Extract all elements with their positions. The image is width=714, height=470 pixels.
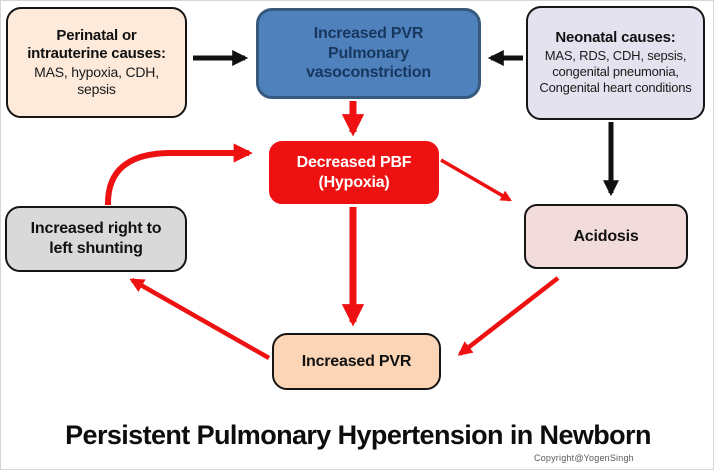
increased-pvr-box: Increased PVR (272, 333, 441, 390)
copyright-text: Copyright@YogenSingh (534, 453, 634, 463)
neonatal-causes-body: MAS, RDS, CDH, sepsis, congenital pneumo… (539, 47, 692, 96)
decreased-pbf-box: Decreased PBF (Hypoxia) (269, 141, 439, 204)
arrow-acidosis-to-increased-pvr (457, 276, 560, 356)
perinatal-causes-body: MAS, hypoxia, CDH, sepsis (34, 63, 159, 97)
perinatal-causes-heading: Perinatal or intrauterine causes: (27, 27, 166, 63)
acidosis-label: Acidosis (573, 227, 639, 245)
vasoconstriction-line1: Increased PVR (313, 25, 424, 43)
right-to-left-shunting-box: Increased right to left shunting (5, 206, 187, 272)
neonatal-causes-heading: Neonatal causes: (555, 29, 676, 47)
vasoconstriction-line2: Pulmonary vasoconstriction (306, 44, 431, 82)
arrow-pbf-to-acidosis (440, 158, 512, 202)
pulmonary-vasoconstriction-box: Increased PVR Pulmonary vasoconstriction (256, 8, 481, 99)
acidosis-box: Acidosis (524, 204, 688, 269)
arrow-increased-pvr-to-shunting (129, 278, 271, 360)
decreased-pbf-line2: (Hypoxia) (318, 173, 390, 191)
increased-pvr-label: Increased PVR (301, 352, 412, 370)
perinatal-causes-box: Perinatal or intrauterine causes: MAS, h… (6, 7, 187, 118)
diagram-title: Persistent Pulmonary Hypertension in New… (65, 420, 651, 450)
decreased-pbf-line1: Decreased PBF (296, 153, 412, 171)
arrow-shunting-to-pbf-curved (104, 143, 253, 206)
neonatal-causes-box: Neonatal causes: MAS, RDS, CDH, sepsis, … (526, 6, 705, 120)
shunting-label: Increased right to left shunting (30, 220, 162, 257)
